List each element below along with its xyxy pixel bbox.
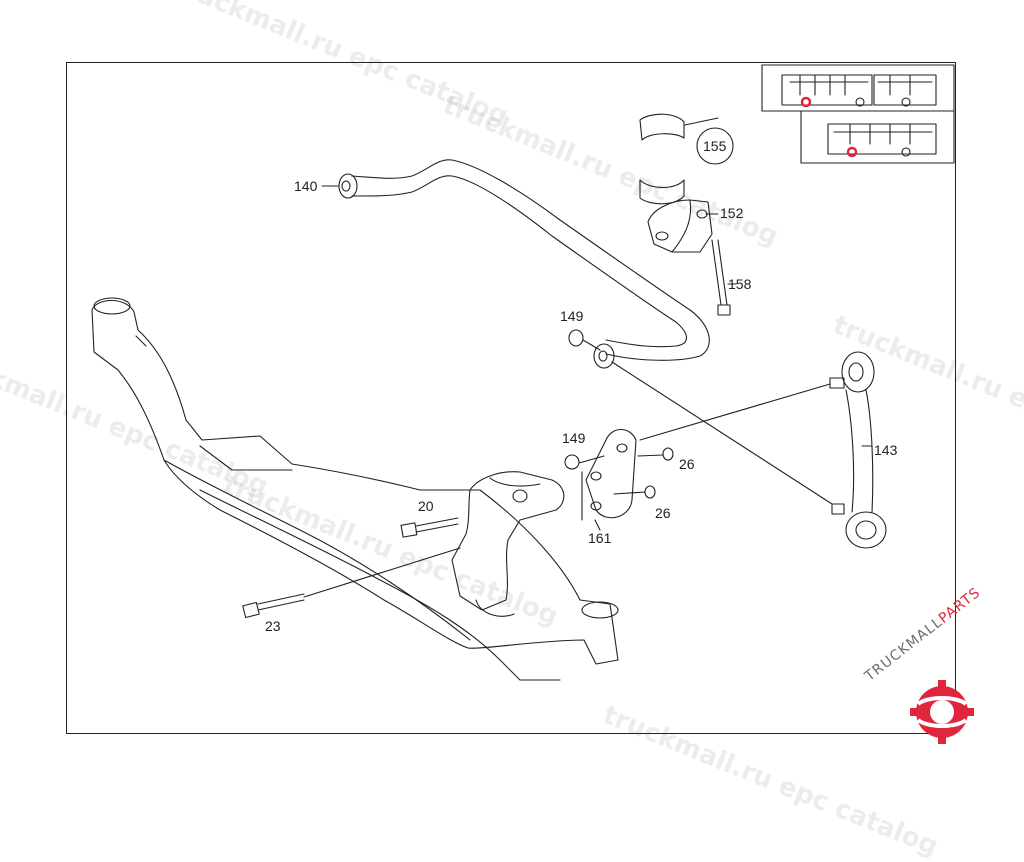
callout-26: 26 (679, 456, 695, 472)
hex-bolt (711, 239, 731, 316)
leader-line (611, 361, 833, 505)
support-bracket (451, 471, 565, 617)
leader-line (639, 383, 831, 441)
truckmall-logo: TRUCKMALLPARTS (858, 585, 1018, 748)
drawing (91, 64, 955, 681)
axle-beam (91, 297, 619, 681)
rubber-bushing (639, 113, 734, 205)
callout-149: 149 (562, 430, 586, 446)
hex-bolt (400, 517, 459, 538)
callout-161: 161 (588, 530, 612, 546)
hex-bolt (242, 547, 461, 619)
stabilizer-bar (338, 159, 710, 369)
callout-140: 140 (294, 178, 318, 194)
bus-icon (800, 110, 955, 164)
callout-26: 26 (655, 505, 671, 521)
articulated-bus-icon (761, 64, 955, 112)
mounting-plate (564, 428, 674, 521)
callout-152: 152 (720, 205, 744, 221)
gear-icon (910, 680, 974, 744)
callout-158: 158 (728, 276, 752, 292)
bearing-bracket (647, 199, 713, 253)
callout-23: 23 (265, 618, 281, 634)
callout-143: 143 (874, 442, 898, 458)
callout-20: 20 (418, 498, 434, 514)
diagram-frame (66, 62, 956, 734)
callout-155: 155 (703, 138, 727, 154)
nut (568, 329, 601, 351)
callout-149: 149 (560, 308, 584, 324)
